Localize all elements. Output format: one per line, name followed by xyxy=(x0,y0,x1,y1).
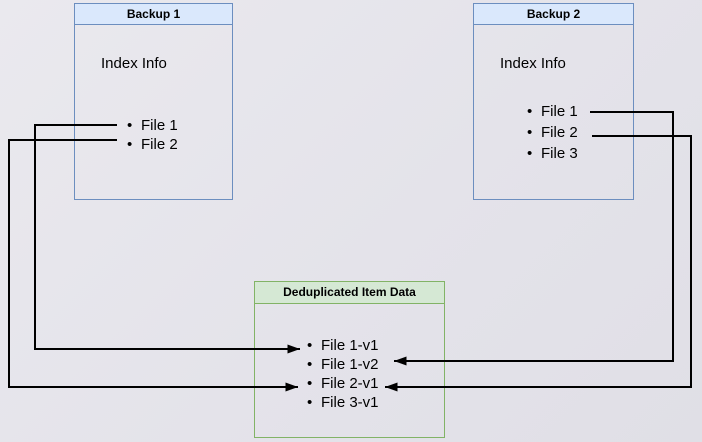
backup2-title: Backup 2 xyxy=(474,4,633,25)
list-item: File 2 xyxy=(127,135,178,154)
backup2-file-list: File 1 File 2 File 3 xyxy=(527,101,578,164)
list-item: File 3 xyxy=(527,143,578,164)
deduplicated-item-data-box: Deduplicated Item Data File 1-v1 File 1-… xyxy=(254,281,445,438)
backup1-file-list: File 1 File 2 xyxy=(127,116,178,154)
list-item: File 1 xyxy=(527,101,578,122)
backup1-index-info-label: Index Info xyxy=(101,55,167,72)
list-item: File 3-v1 xyxy=(307,393,378,412)
list-item: File 2 xyxy=(527,122,578,143)
dedup-title: Deduplicated Item Data xyxy=(255,282,444,304)
dedup-item-list: File 1-v1 File 1-v2 File 2-v1 File 3-v1 xyxy=(307,336,378,412)
list-item: File 1 xyxy=(127,116,178,135)
list-item: File 1-v1 xyxy=(307,336,378,355)
backup1-title: Backup 1 xyxy=(75,4,232,25)
backup2-box: Backup 2 Index Info File 1 File 2 File 3 xyxy=(473,3,634,200)
list-item: File 1-v2 xyxy=(307,355,378,374)
list-item: File 2-v1 xyxy=(307,374,378,393)
backup1-box: Backup 1 Index Info File 1 File 2 xyxy=(74,3,233,200)
backup2-index-info-label: Index Info xyxy=(500,55,566,72)
